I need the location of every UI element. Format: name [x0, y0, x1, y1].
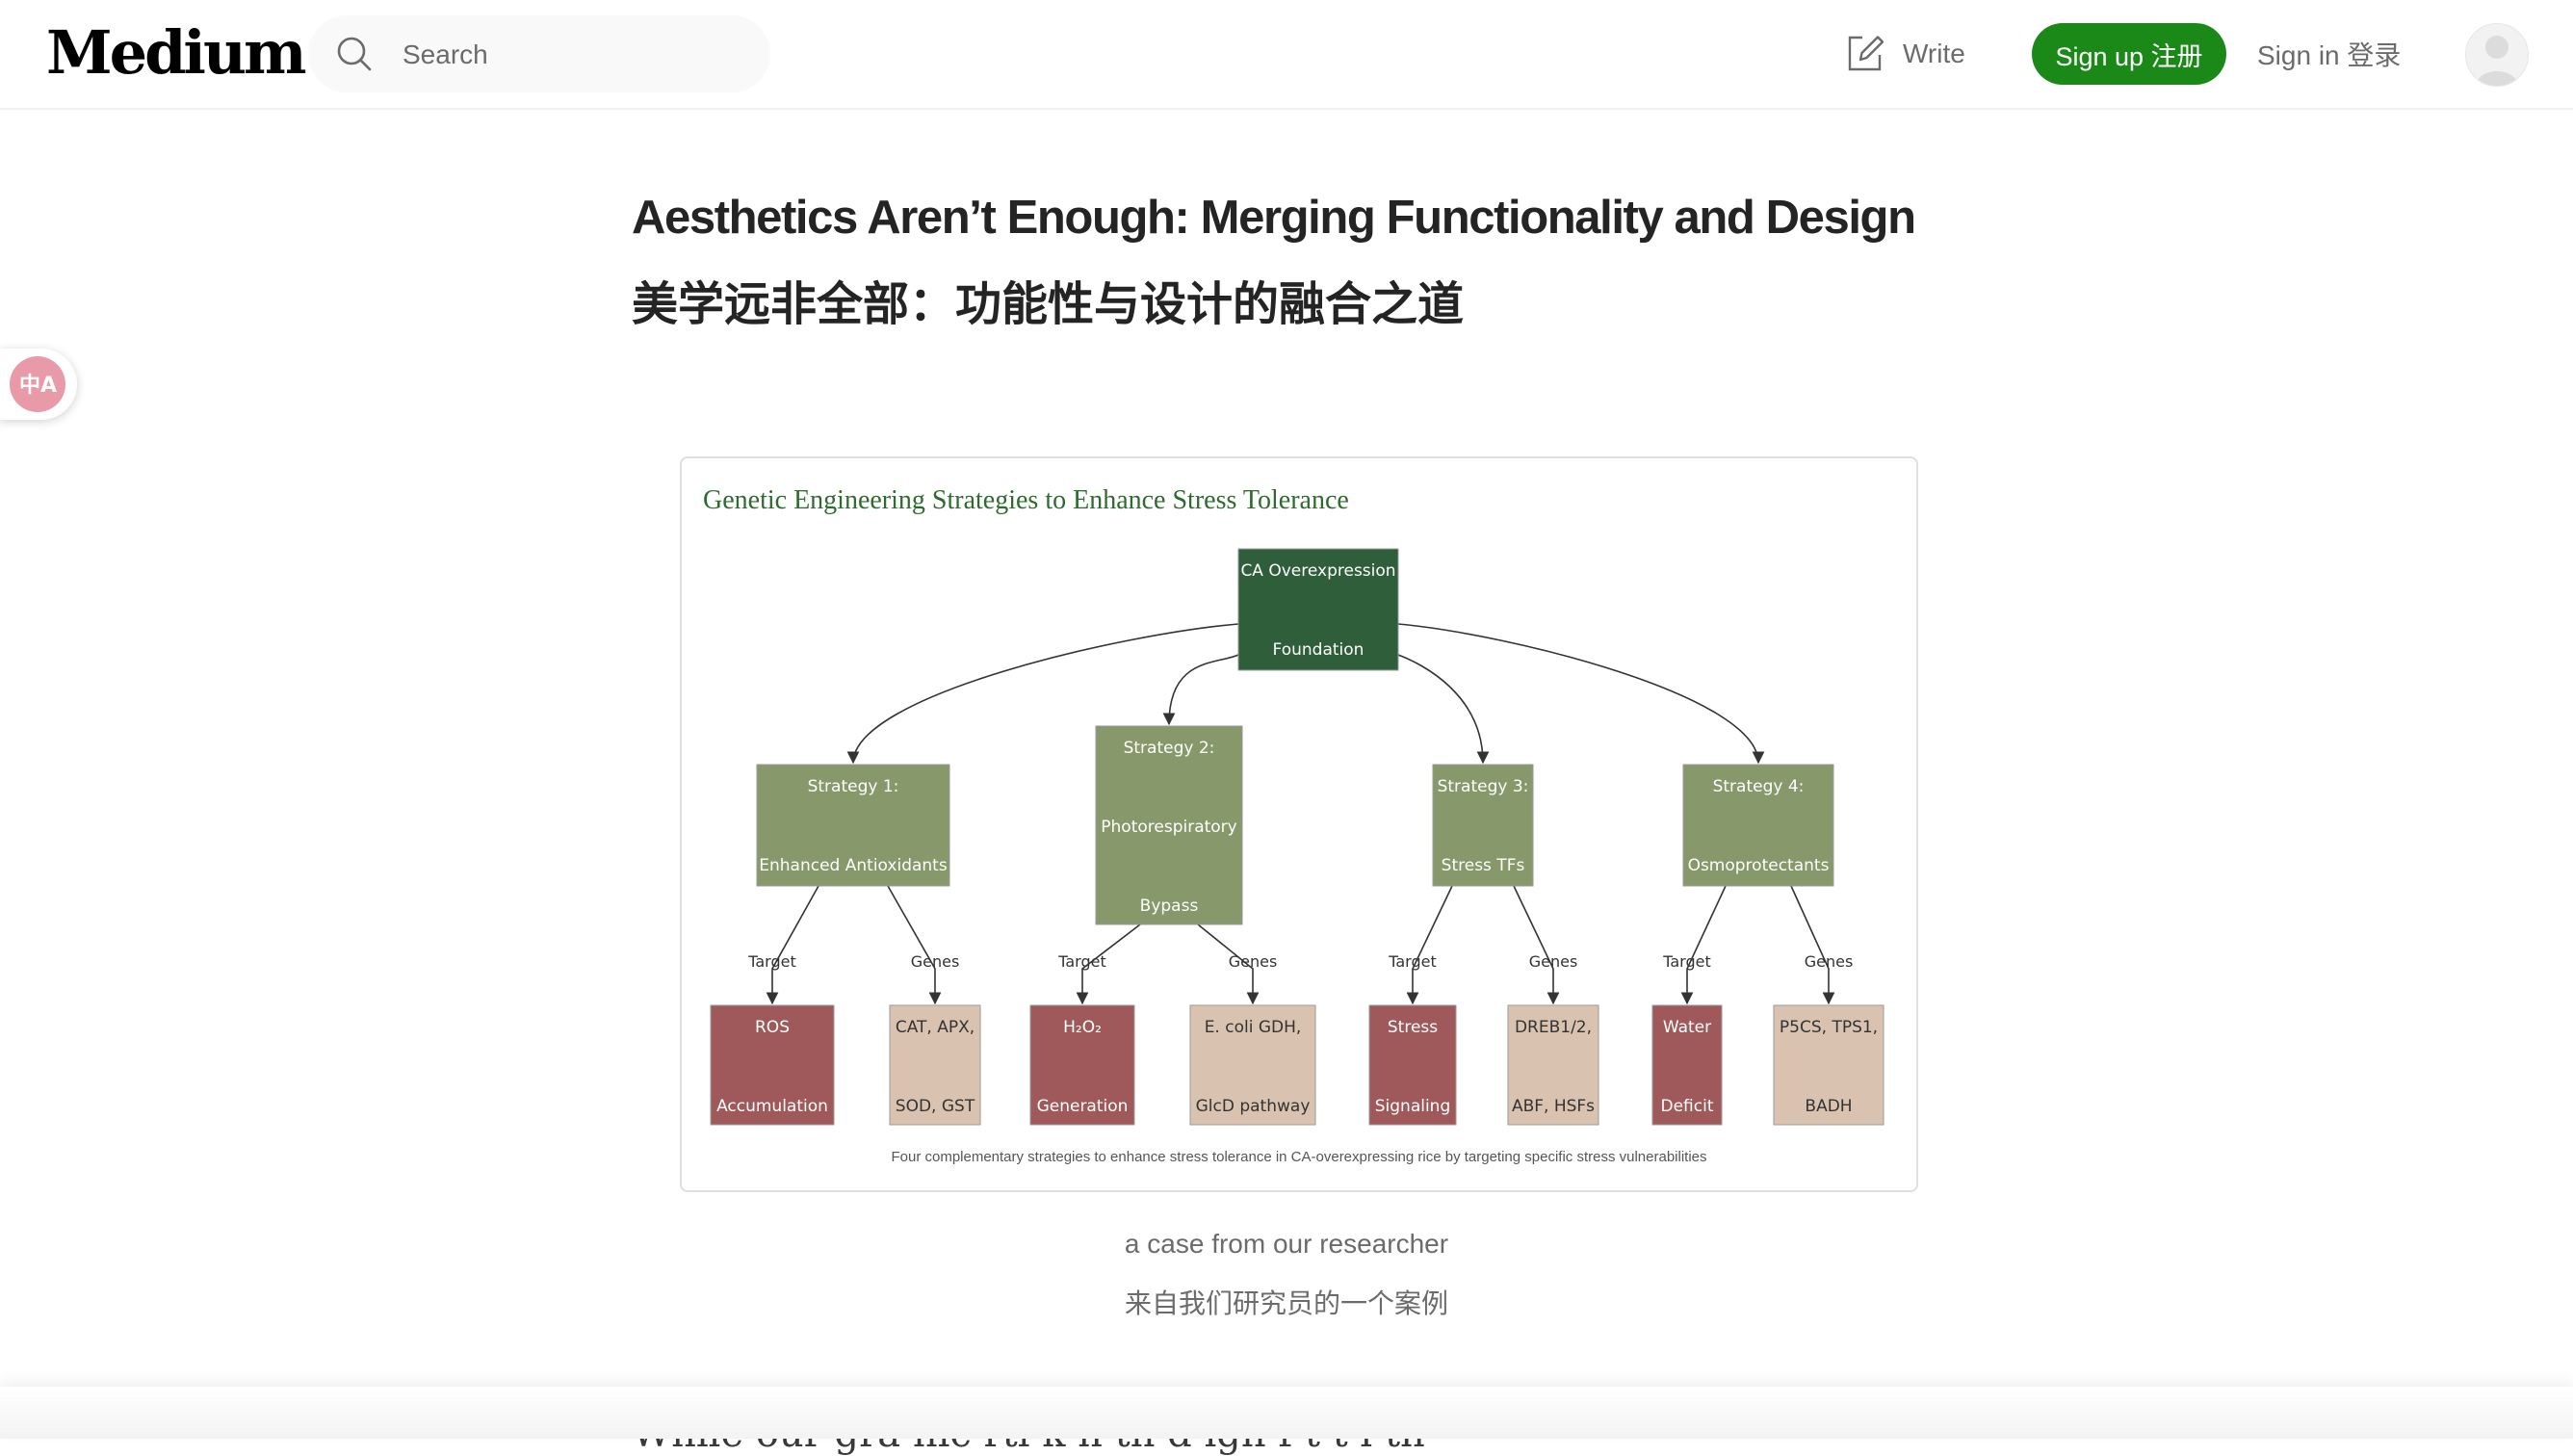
strategy-node-4-line1: Strategy 4:: [1713, 777, 1805, 796]
genes-node-2: [889, 1004, 981, 1126]
strategy-node-1-line2: Enhanced Antioxidants: [759, 856, 948, 875]
leaf-node-1-line2: Accumulation: [716, 1097, 828, 1116]
article-subtitle: 美学远非全部：功能性与设计的融合之道: [632, 277, 1465, 331]
leaf-node-6-line2: ABF, HSFs: [1512, 1097, 1595, 1116]
search-icon: [335, 35, 374, 78]
write-button[interactable]: Write: [1845, 29, 1965, 79]
translate-glyph: 中A: [19, 374, 58, 398]
root-to-strategy-1-edge: [846, 623, 1239, 765]
leaf-node-4-line1: E. coli GDH,: [1205, 1018, 1302, 1037]
leaf-node-7-line2: Deficit: [1661, 1097, 1714, 1116]
strategy-node-3: [1432, 764, 1534, 887]
translate-icon: [10, 356, 65, 412]
target-node-7: [1651, 1004, 1723, 1126]
figure-caption-chinese: 来自我们研究员的一个案例: [1124, 1287, 1448, 1319]
leaf-node-3-line1: H₂O₂: [1063, 1018, 1102, 1037]
strategy-to-leaf-2-edge: [887, 885, 942, 1005]
strategy-to-leaf-7-edge: [1680, 885, 1727, 1005]
edge-label-4: Genes: [1229, 952, 1278, 971]
leaf-node-2-line1: CAT, APX,: [896, 1018, 975, 1037]
figure-caption-english: a case from our researcher: [1124, 1229, 1449, 1259]
genes-node-6: [1507, 1004, 1599, 1126]
root-to-strategy-3-edge: [1397, 654, 1490, 765]
top-navigation-bar: Medium Write Sign up 注册 Sign in 登录: [0, 0, 2573, 110]
sign-up-button[interactable]: Sign up 注册: [2032, 23, 2226, 85]
article-figure: Genetic Engineering Strategies to Enhanc…: [680, 456, 1918, 1192]
diagram-edges: [766, 623, 1835, 1005]
genes-node-8: [1773, 1004, 1884, 1126]
strategy-to-leaf-1-edge: [766, 885, 819, 1005]
leaf-node-5-line2: Signaling: [1375, 1097, 1451, 1116]
leaf-node-3-line2: Generation: [1037, 1097, 1129, 1116]
medium-logo[interactable]: Medium: [46, 17, 307, 88]
strategy-node-1: [756, 764, 950, 887]
root-to-strategy-2-edge: [1162, 654, 1239, 726]
leaf-node-4-line2: GlcD pathway: [1196, 1097, 1311, 1116]
leaf-node-2-line2: SOD, GST: [896, 1097, 975, 1116]
strategy-node-4: [1682, 764, 1834, 887]
root-node-line1: CA Overexpression: [1240, 561, 1395, 581]
search-bar[interactable]: [308, 15, 770, 92]
diagram-footer: Four complementary strategies to enhance…: [891, 1149, 1706, 1165]
leaf-node-6-line1: DREB1/2,: [1515, 1018, 1592, 1037]
strategy-node-1-line1: Strategy 1:: [808, 777, 899, 796]
root-node: [1237, 548, 1399, 671]
strategy-node-2-line1: Strategy 2:: [1124, 739, 1215, 758]
leaf-node-8-line1: P5CS, TPS1,: [1780, 1018, 1878, 1037]
sign-in-link[interactable]: Sign in 登录: [2257, 40, 2402, 70]
leaf-node-1-line1: ROS: [755, 1018, 790, 1037]
root-to-strategy-4-edge: [1397, 623, 1765, 765]
search-input[interactable]: [401, 31, 751, 79]
article-title: Aesthetics Aren’t Enough: Merging Functi…: [632, 192, 1916, 244]
strategy-to-leaf-3-edge: [1076, 923, 1141, 1005]
leaf-node-5-line1: Stress: [1388, 1018, 1438, 1037]
edge-label-2: Genes: [911, 952, 960, 971]
edge-label-7: Target: [1662, 952, 1711, 971]
edge-label-6: Genes: [1529, 952, 1578, 971]
leaf-node-7-line1: Water: [1663, 1018, 1711, 1037]
strategy-node-2-line2: Photorespiratory: [1101, 818, 1236, 837]
strategy-node-3-line2: Stress TFs: [1442, 856, 1525, 875]
strategy-to-leaf-4-edge: [1197, 923, 1260, 1005]
edge-label-5: Target: [1388, 952, 1437, 971]
strategy-to-leaf-5-edge: [1406, 885, 1453, 1005]
write-pencil-icon: [1845, 34, 1885, 74]
diagram-title: Genetic Engineering Strategies to Enhanc…: [703, 485, 1349, 515]
genes-node-4: [1189, 1004, 1316, 1126]
default-avatar-icon: [2466, 24, 2528, 86]
stress-tolerance-diagram: Genetic Engineering Strategies to Enhanc…: [703, 485, 1884, 1165]
strategy-node-3-line1: Strategy 3:: [1438, 777, 1529, 796]
target-node-1: [710, 1004, 835, 1126]
edge-label-3: Target: [1057, 952, 1106, 971]
strategy-to-leaf-8-edge: [1790, 885, 1835, 1005]
avatar[interactable]: [2465, 23, 2529, 87]
strategy-node-4-line2: Osmoprotectants: [1688, 856, 1830, 875]
bottom-shadow-bar: [0, 1387, 2573, 1439]
strategy-to-leaf-6-edge: [1513, 885, 1560, 1005]
edge-label-8: Genes: [1805, 952, 1854, 971]
write-label: Write: [1903, 39, 1965, 68]
strategy-node-2: [1095, 725, 1243, 925]
translate-extension-button[interactable]: 中A: [0, 349, 77, 420]
target-node-3: [1029, 1004, 1135, 1126]
root-node-line2: Foundation: [1273, 640, 1364, 660]
strategy-node-2-line3: Bypass: [1140, 897, 1199, 916]
edge-label-1: Target: [747, 952, 796, 971]
leaf-node-8-line2: BADH: [1805, 1097, 1852, 1116]
target-node-5: [1368, 1004, 1457, 1126]
